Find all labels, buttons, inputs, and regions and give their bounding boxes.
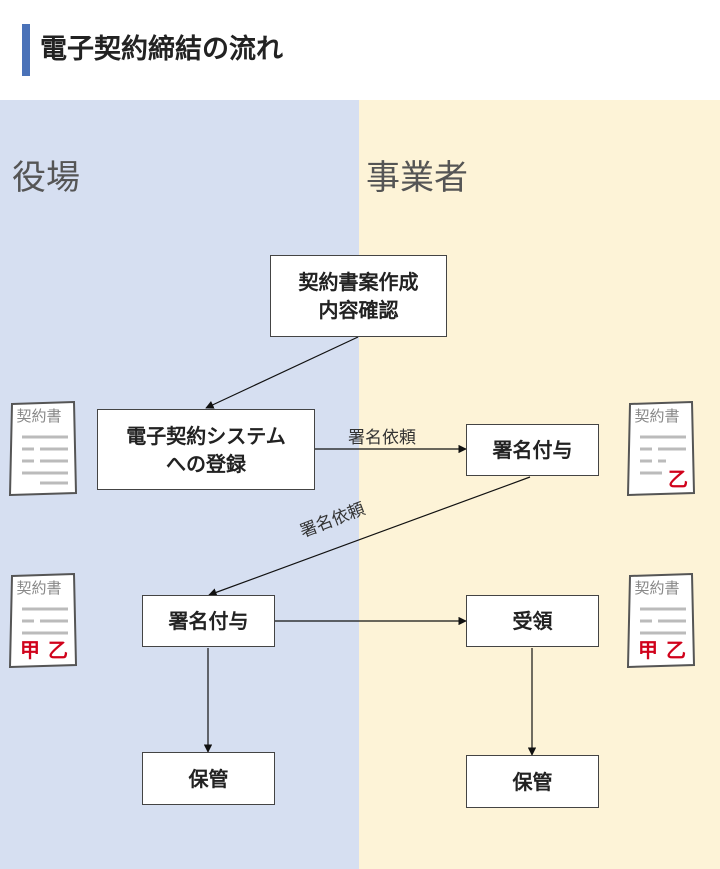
node-draft-contract: 契約書案作成 内容確認 — [270, 255, 447, 337]
lane-label-business: 事業者 — [366, 158, 468, 198]
edge-label-request-1: 署名依頼 — [348, 428, 416, 448]
arrow-sign-business-to-sign-office — [208, 476, 531, 597]
node-sign-office-label: 署名付与 — [168, 609, 249, 633]
node-register-label: 電子契約システム への登録 — [126, 423, 286, 476]
seal-b: 乙 — [668, 467, 688, 491]
document-title: 契約書 — [16, 579, 62, 597]
seal-a: 甲 — [20, 638, 40, 662]
node-sign-business: 署名付与 — [466, 424, 599, 476]
title-accent-bar — [22, 24, 30, 76]
document-title: 契約書 — [634, 579, 680, 597]
node-store-office-label: 保管 — [188, 766, 229, 791]
document-icon-signed-ab: 契約書 甲 乙 — [8, 572, 78, 669]
node-receive-label: 受領 — [512, 609, 553, 633]
seal-b: 乙 — [48, 638, 68, 662]
node-sign-office: 署名付与 — [142, 595, 275, 647]
node-store-office: 保管 — [142, 752, 275, 805]
document-title: 契約書 — [16, 407, 62, 425]
node-register-system: 電子契約システム への登録 — [97, 409, 315, 490]
seal-a: 甲 — [638, 638, 658, 662]
lane-label-office: 役場 — [12, 158, 80, 198]
seal-b: 乙 — [666, 638, 686, 662]
page-title: 電子契約締結の流れ — [40, 34, 283, 65]
document-icon-unsigned: 契約書 — [8, 400, 78, 497]
node-store-business-label: 保管 — [512, 769, 553, 794]
node-draft-label: 契約書案作成 内容確認 — [298, 270, 419, 322]
document-icon-signed-ab-business: 契約書 甲 乙 — [626, 572, 696, 669]
arrow-draft-to-register — [205, 336, 359, 409]
node-store-business: 保管 — [466, 755, 599, 808]
node-receive: 受領 — [466, 595, 599, 647]
document-title: 契約書 — [634, 407, 680, 425]
document-icon-signed-b: 契約書 乙 — [626, 400, 696, 497]
node-sign-business-label: 署名付与 — [492, 438, 573, 462]
